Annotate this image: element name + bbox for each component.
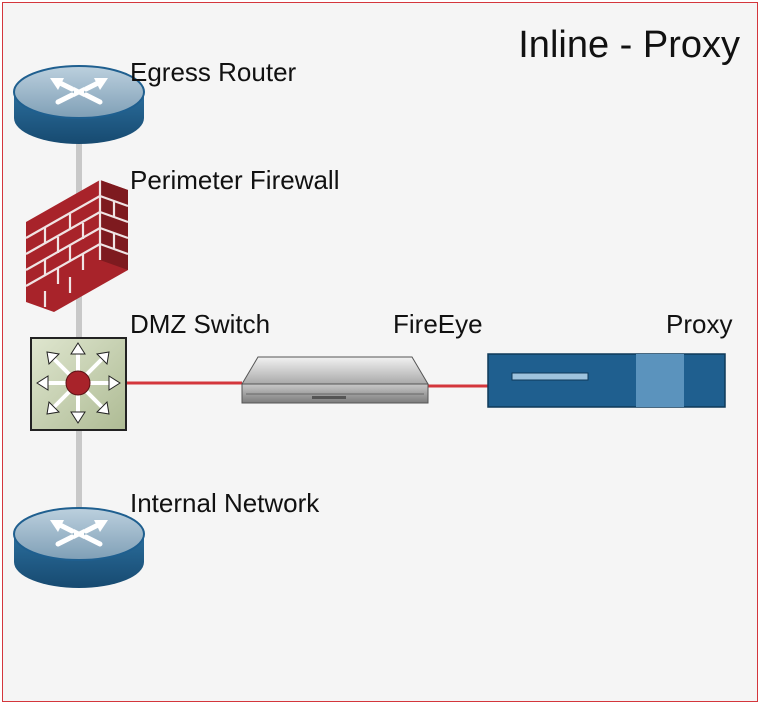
- perimeter-firewall-icon: [25, 180, 129, 312]
- fireeye-appliance-icon: [241, 356, 429, 404]
- perimeter-firewall-label: Perimeter Firewall: [130, 165, 340, 195]
- proxy-server-icon: [487, 353, 726, 408]
- fireeye-label: FireEye: [393, 309, 483, 339]
- internal-network-router-icon: [13, 507, 145, 588]
- diagram-title: Inline - Proxy: [518, 24, 740, 66]
- internal-network-label: Internal Network: [130, 488, 320, 518]
- egress-router-icon: [13, 65, 145, 144]
- egress-router-label: Egress Router: [130, 57, 297, 87]
- dmz-switch-icon: [30, 337, 127, 431]
- dmz-switch-label: DMZ Switch: [130, 309, 271, 339]
- proxy-label: Proxy: [666, 309, 733, 339]
